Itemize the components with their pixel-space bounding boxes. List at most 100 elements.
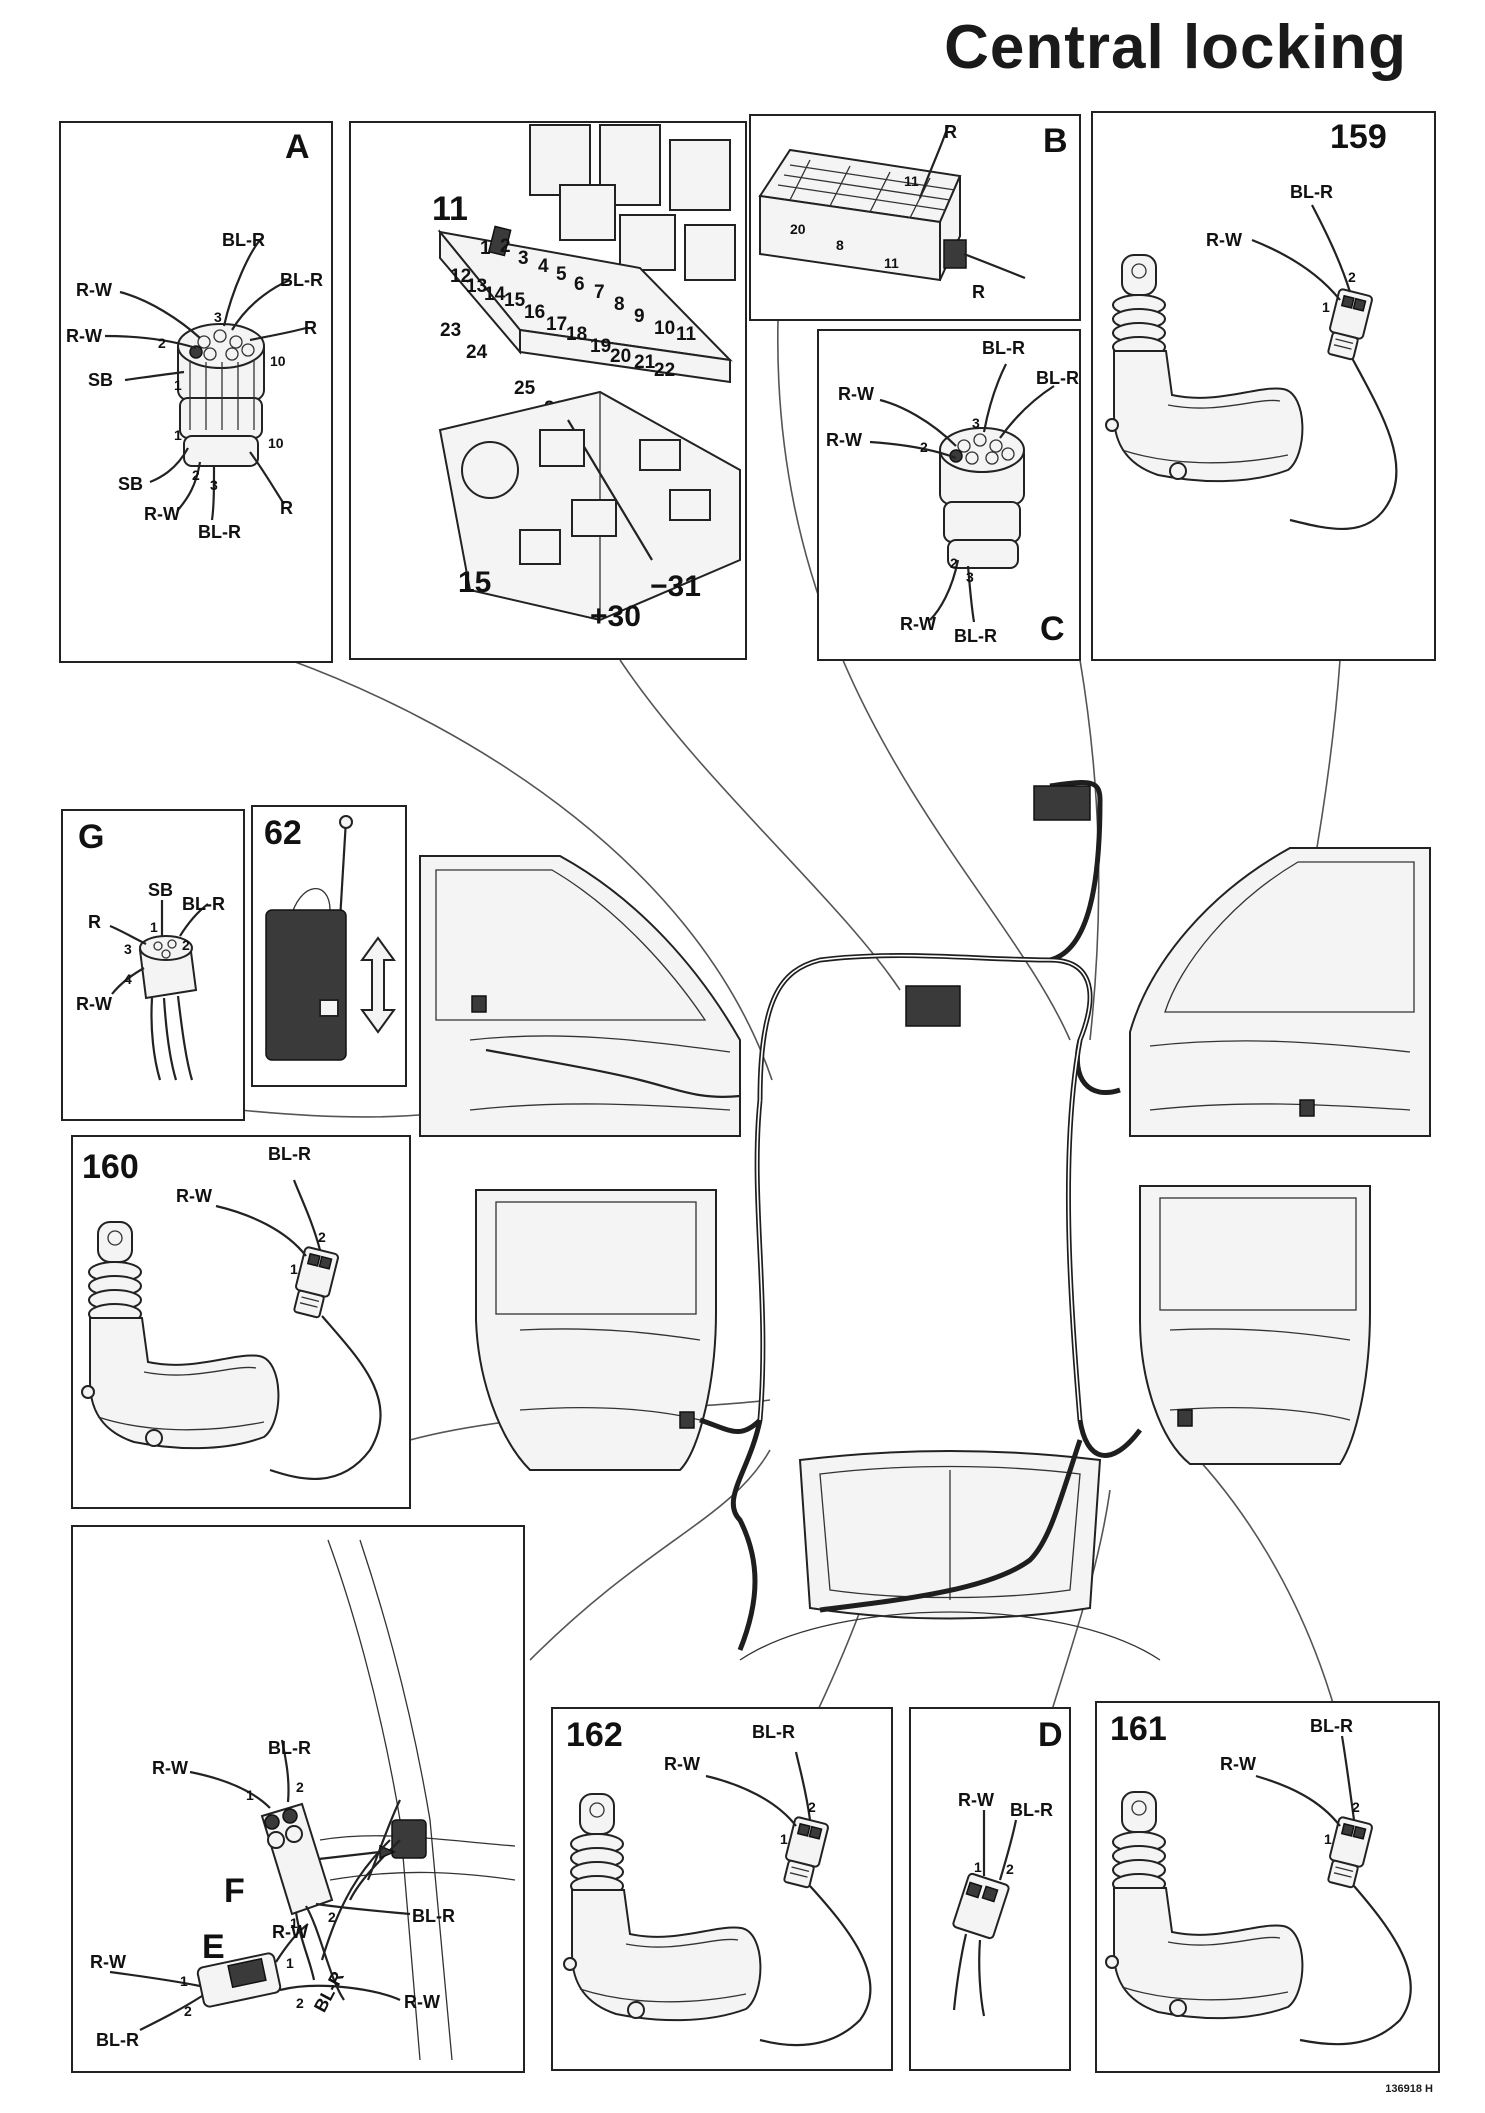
- pin-number: 3: [214, 309, 222, 325]
- fuse-number: 17: [546, 314, 567, 335]
- pin-number: 2: [920, 439, 928, 455]
- pin-number: 1: [174, 377, 182, 393]
- wire-label: BL-R: [222, 230, 265, 250]
- pin-number: 1: [974, 1859, 982, 1875]
- wire-label: R: [88, 912, 101, 932]
- fuse-number: 20: [610, 346, 631, 367]
- relay-block: [529, 124, 736, 281]
- wire-label: R-W: [664, 1754, 700, 1774]
- fuse-number: 18: [566, 324, 587, 345]
- wire-label: R-W: [152, 1758, 188, 1778]
- pin-number: 2: [158, 335, 166, 351]
- reference-number: 136918 H: [1385, 2083, 1433, 2095]
- pin-number: 20: [790, 221, 806, 237]
- round-connector-a: [177, 323, 265, 467]
- pin-number: 4: [124, 971, 132, 987]
- fuse-number: 16: [524, 302, 545, 323]
- panel-d-label: D: [1038, 1716, 1063, 1754]
- fuse-number: 10: [654, 318, 675, 339]
- rear-right-door: [1139, 1185, 1371, 1465]
- wire-label: SB: [148, 880, 173, 900]
- pin-number: 1: [1324, 1831, 1332, 1847]
- connector-f: [260, 1802, 334, 1916]
- wire-label: BL-R: [954, 626, 997, 646]
- panel-g-label: G: [78, 818, 104, 856]
- panel-62: 62: [251, 805, 407, 1087]
- pin-number: 2: [1352, 1799, 1360, 1815]
- fuse-number: 3: [518, 248, 529, 269]
- wire-label: R: [944, 122, 957, 142]
- wire-label: R-W: [90, 1952, 126, 1972]
- panel-d: D R-W BL-R 1 2: [909, 1707, 1071, 2071]
- wire-label: R-W: [838, 384, 874, 404]
- panel-c: C BL-R R-W BL-R R-W R-W BL-R 3 2 2 3: [817, 329, 1081, 661]
- wire-label: BL-R: [268, 1738, 311, 1758]
- fuse-number: 5: [556, 264, 567, 285]
- pin-number: 1: [180, 1973, 188, 1989]
- panel-a-label: A: [285, 128, 310, 166]
- b-pillar-sketch: [319, 1539, 516, 2061]
- tailgate: [739, 1450, 1161, 1661]
- wire-label: BL-R: [1290, 182, 1333, 202]
- wire-label: BL-R: [982, 338, 1025, 358]
- wire-label: SB: [118, 474, 143, 494]
- fuse-number: 19: [590, 336, 611, 357]
- fuse-number: 11: [676, 324, 697, 345]
- fuse-number: 25: [514, 378, 536, 399]
- pin-number: 2: [1006, 1861, 1014, 1877]
- connector-d: [952, 1872, 1010, 2017]
- pin-number: 1: [1322, 299, 1330, 315]
- fuse-number: 9: [634, 306, 645, 327]
- panel-a: A BL-R BL-R R-W R-W R SB SB: [59, 121, 333, 663]
- panel-159: 159 BL-R R-W 2 1: [1091, 111, 1436, 661]
- terminal-label: 15: [458, 566, 491, 599]
- pin-number: 10: [268, 435, 284, 451]
- pin-number: 8: [836, 237, 844, 253]
- panel-160: 160 BL-R R-W 2 1: [71, 1135, 411, 1509]
- fuse-number: 8: [614, 294, 625, 315]
- page-title: Central locking: [944, 13, 1407, 82]
- wire-label: R-W: [958, 1790, 994, 1810]
- wire-label: BL-R: [1036, 368, 1079, 388]
- wire-label: R-W: [1220, 1754, 1256, 1774]
- fuse-number: 6: [574, 274, 585, 295]
- fuse-number: 15: [504, 290, 526, 311]
- pin-number: 2: [328, 1909, 336, 1925]
- pin-number: 1: [246, 1787, 254, 1803]
- panel-159-label: 159: [1330, 118, 1387, 156]
- panel-162: 162 BL-R R-W 2 1: [551, 1707, 893, 2071]
- front-right-door: [1129, 847, 1431, 1137]
- front-left-door: [419, 855, 741, 1137]
- pin-number: 1: [286, 1955, 294, 1971]
- panel-c-label: C: [1040, 610, 1065, 648]
- panel-160-label: 160: [82, 1148, 139, 1186]
- connector-e-label: E: [202, 1928, 225, 1966]
- wire-label: BL-R: [752, 1722, 795, 1742]
- connector-g: [138, 935, 198, 1081]
- pin-number: 2: [950, 555, 958, 571]
- connector-grid: [777, 159, 956, 219]
- pin-number: 2: [318, 1229, 326, 1245]
- wire-label: R-W: [272, 1922, 308, 1942]
- pin-number: 2: [296, 1995, 304, 2011]
- fuse-number: 4: [538, 256, 549, 277]
- wire-label: SB: [88, 370, 113, 390]
- fuse-number: 21: [634, 352, 656, 373]
- fuse-number: 2: [500, 236, 511, 257]
- panel-161: 161 BL-R R-W 2 1: [1095, 1701, 1440, 2073]
- connector-f-label: F: [224, 1872, 245, 1910]
- control-module: [905, 985, 961, 1027]
- pin-number: 3: [972, 415, 980, 431]
- wiring-harness: [699, 780, 1142, 1651]
- wire-label: R-W: [66, 326, 102, 346]
- pin-number: 2: [1348, 269, 1356, 285]
- panel-fusebox: 11 1 2 3 4 5 6 7 8 9 10 11 12 13 14 15 1…: [349, 121, 747, 660]
- pin-number: 11: [904, 173, 919, 189]
- wire-label: BL-R: [268, 1144, 311, 1164]
- pin-number: 10: [270, 353, 286, 369]
- pin-number: 2: [184, 2003, 192, 2019]
- pin-number: 1: [150, 919, 158, 935]
- wire-label: BL-R: [96, 2030, 139, 2050]
- fuse-number: 1: [480, 238, 491, 259]
